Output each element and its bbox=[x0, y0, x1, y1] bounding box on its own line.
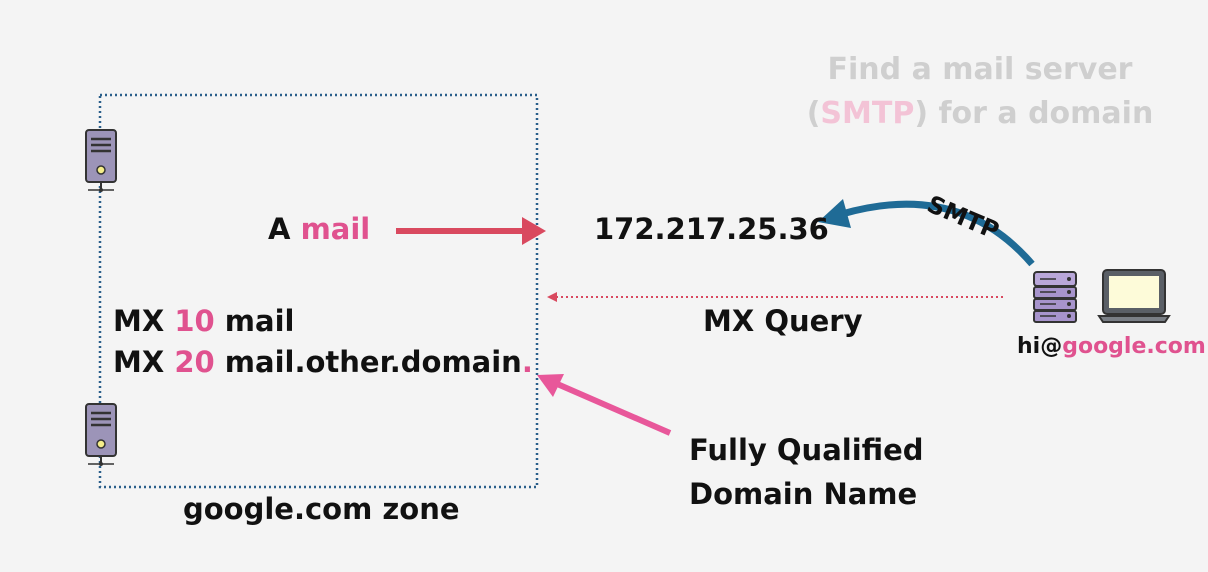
trailing-dot: . bbox=[521, 345, 533, 379]
title-line-1: Find a mail server bbox=[827, 52, 1133, 87]
title-highlight: SMTP bbox=[820, 96, 915, 131]
a-record: A mail bbox=[268, 212, 370, 246]
mx-priority: 10 bbox=[174, 304, 215, 338]
diagram-title: Find a mail server (SMTP) for a domain bbox=[800, 48, 1160, 136]
fqdn-label: Fully Qualified Domain Name bbox=[689, 433, 924, 511]
server-icon bbox=[85, 403, 117, 466]
mx-priority: 20 bbox=[174, 345, 215, 379]
mx-query-arrow bbox=[547, 292, 1003, 302]
a-record-name: mail bbox=[300, 212, 371, 246]
mx-query-label: MX Query bbox=[703, 304, 863, 338]
zone-box bbox=[98, 93, 539, 489]
smtp-arrow bbox=[818, 199, 1035, 267]
fqdn-arrow bbox=[537, 374, 672, 436]
a-record-arrow bbox=[396, 217, 546, 245]
email-address: hi@google.com bbox=[1017, 334, 1206, 359]
mx-record-2: MX 20 mail.other.domain. bbox=[113, 345, 533, 379]
ip-address: 172.217.25.36 bbox=[594, 212, 829, 246]
server-rack-icon bbox=[1033, 271, 1077, 323]
laptop-icon bbox=[1097, 269, 1171, 323]
mx-record-1: MX 10 mail bbox=[113, 304, 295, 338]
zone-label: google.com zone bbox=[183, 492, 460, 526]
title-line-2: (SMTP) for a domain bbox=[806, 96, 1154, 131]
a-record-type: A bbox=[268, 212, 291, 246]
server-icon bbox=[85, 129, 117, 192]
